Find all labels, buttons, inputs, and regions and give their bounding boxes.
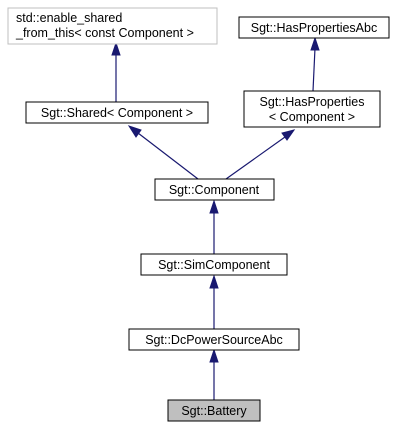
node-label: Sgt::Battery <box>181 404 247 418</box>
node-box <box>7 7 218 45</box>
node-label-line1: std::enable_shared <box>16 11 122 25</box>
arrowhead-enable-shared <box>111 41 121 56</box>
node-has-properties-component[interactable]: Sgt::HasProperties < Component > <box>243 90 381 128</box>
arrowhead-hasproperties-abc <box>310 36 320 51</box>
arrowhead-simcomponent <box>209 274 219 289</box>
node-has-properties-abc[interactable]: Sgt::HasPropertiesAbc <box>238 16 390 39</box>
node-box <box>25 101 209 124</box>
node-label: Sgt::DcPowerSourceAbc <box>145 333 283 347</box>
node-label-line2: < Component > <box>269 110 355 124</box>
node-enable-shared-from-this[interactable]: std::enable_shared _from_this< const Com… <box>7 7 218 45</box>
node-battery[interactable]: Sgt::Battery <box>167 399 261 422</box>
node-box <box>243 90 381 128</box>
node-box <box>128 328 300 351</box>
node-box <box>238 16 390 39</box>
edge-hasproperties-to-abc <box>312 47 316 92</box>
edge-component-to-hasproperties <box>225 136 286 180</box>
node-label: Sgt::HasPropertiesAbc <box>251 21 377 35</box>
node-label: Sgt::SimComponent <box>158 258 270 272</box>
node-box <box>167 399 261 422</box>
arrowhead-dcpowersource <box>209 348 219 363</box>
arrowhead-component <box>209 199 219 214</box>
node-box <box>140 253 288 276</box>
node-label: Sgt::Component <box>169 183 260 197</box>
arrowhead-hasproperties <box>281 129 296 141</box>
arrowhead-shared <box>127 125 142 138</box>
node-label: Sgt::Shared< Component > <box>41 106 193 120</box>
node-dc-power-source-abc[interactable]: Sgt::DcPowerSourceAbc <box>128 328 300 351</box>
inheritance-edges <box>111 36 320 400</box>
node-box <box>154 178 275 201</box>
node-label-line1: Sgt::HasProperties <box>260 95 365 109</box>
node-sim-component[interactable]: Sgt::SimComponent <box>140 253 288 276</box>
edge-component-to-shared <box>137 132 199 180</box>
node-shared-component[interactable]: Sgt::Shared< Component > <box>25 101 209 124</box>
node-label-line2: _from_this< const Component > <box>15 26 194 40</box>
node-component[interactable]: Sgt::Component <box>154 178 275 201</box>
